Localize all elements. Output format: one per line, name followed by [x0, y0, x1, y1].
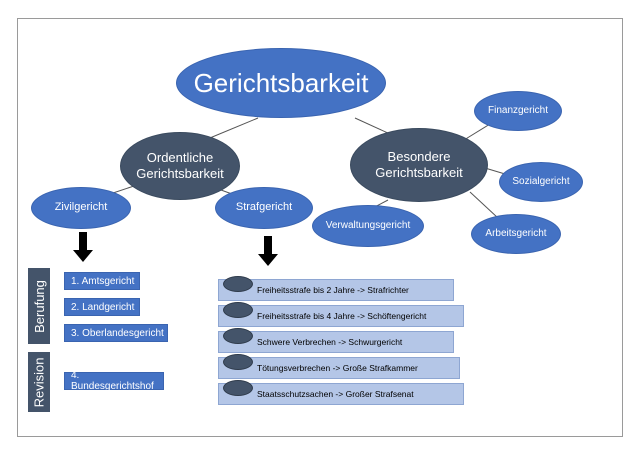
down-arrow-icon — [73, 232, 93, 262]
revision-label: Revision — [28, 352, 50, 412]
bundesgerichtshof-box: 4. Bundesgerichtshof — [64, 370, 164, 392]
strafgericht-node: Strafgericht — [215, 187, 313, 229]
straf-row: Tötungsverbrechen -> Große Strafkammer — [218, 357, 460, 379]
straf-row: Freiheitsstrafe bis 4 Jahre -> Schöfteng… — [218, 305, 464, 327]
landgericht-box: 2. Landgericht — [64, 298, 140, 316]
straf-row: Staatsschutzsachen -> Großer Strafsenat — [218, 383, 464, 405]
finanzgericht-node: Finanzgericht — [474, 91, 562, 131]
bullet-icon — [223, 328, 253, 344]
zivilgericht-node: Zivilgericht — [31, 187, 131, 229]
besondere-gerichtsbarkeit-node: Besondere Gerichtsbarkeit — [350, 128, 488, 202]
straf-row: Freiheitsstrafe bis 2 Jahre -> Strafrich… — [218, 279, 454, 301]
bullet-icon — [223, 302, 253, 318]
oberlandesgericht-box: 3. Oberlandesgericht — [64, 324, 168, 342]
down-arrow-icon — [258, 236, 278, 266]
straf-row: Schwere Verbrechen -> Schwurgericht — [218, 331, 454, 353]
berufung-label: Berufung — [28, 268, 50, 344]
bullet-icon — [223, 354, 253, 370]
ordentliche-gerichtsbarkeit-node: Ordentliche Gerichtsbarkeit — [120, 132, 240, 200]
arbeitsgericht-node: Arbeitsgericht — [471, 214, 561, 254]
verwaltungsgericht-node: Verwaltungsgericht — [312, 205, 424, 247]
gerichtsbarkeit-node: Gerichtsbarkeit — [176, 48, 386, 118]
sozialgericht-node: Sozialgericht — [499, 162, 583, 202]
bullet-icon — [223, 380, 253, 396]
amtsgericht-box: 1. Amtsgericht — [64, 272, 140, 290]
bullet-icon — [223, 276, 253, 292]
